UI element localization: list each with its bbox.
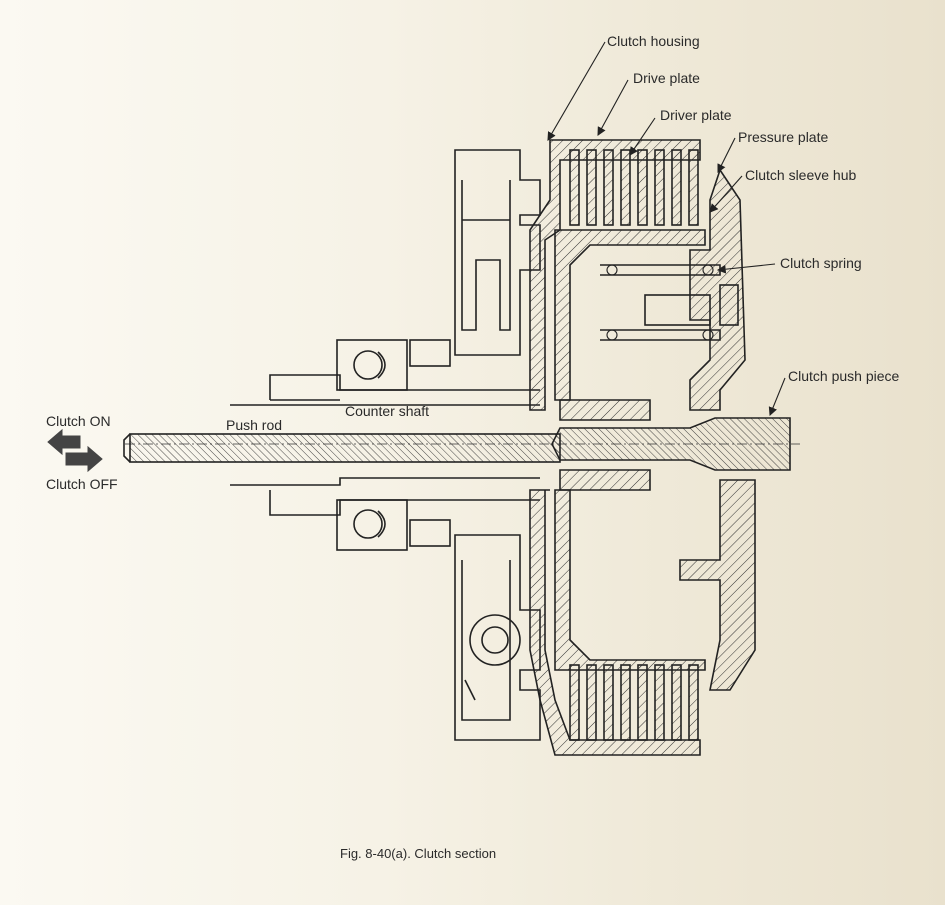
label-push-rod: Push rod [226,417,282,433]
lower-bearing [336,499,451,551]
clutch-sleeve-hub [554,229,706,671]
clutch-off-arrow-icon [65,445,103,473]
label-driver-plate: Driver plate [660,107,732,123]
label-clutch-push-piece: Clutch push piece [788,368,900,384]
label-clutch-spring: Clutch spring [780,255,862,271]
leader-lines [547,41,786,417]
plates-upper [569,149,699,226]
pressure-plate [679,168,756,691]
label-clutch-housing: Clutch housing [607,33,700,49]
label-counter-shaft: Counter shaft [345,403,429,419]
figure-caption: Fig. 8-40(a). Clutch section [340,846,496,861]
label-clutch-on: Clutch ON [46,413,111,429]
clutch-push-piece [551,417,791,471]
push-rod [123,433,561,463]
label-pressure-plate: Pressure plate [738,129,828,145]
label-clutch-sleeve-hub: Clutch sleeve hub [745,167,857,183]
clutch-on-arrow-icon [47,428,81,456]
clutch-housing [529,139,701,756]
label-clutch-off: Clutch OFF [46,476,118,492]
label-drive-plate: Drive plate [633,70,700,86]
upper-bearing [336,339,451,391]
primary-gear [454,149,541,741]
plates-lower [569,664,699,741]
